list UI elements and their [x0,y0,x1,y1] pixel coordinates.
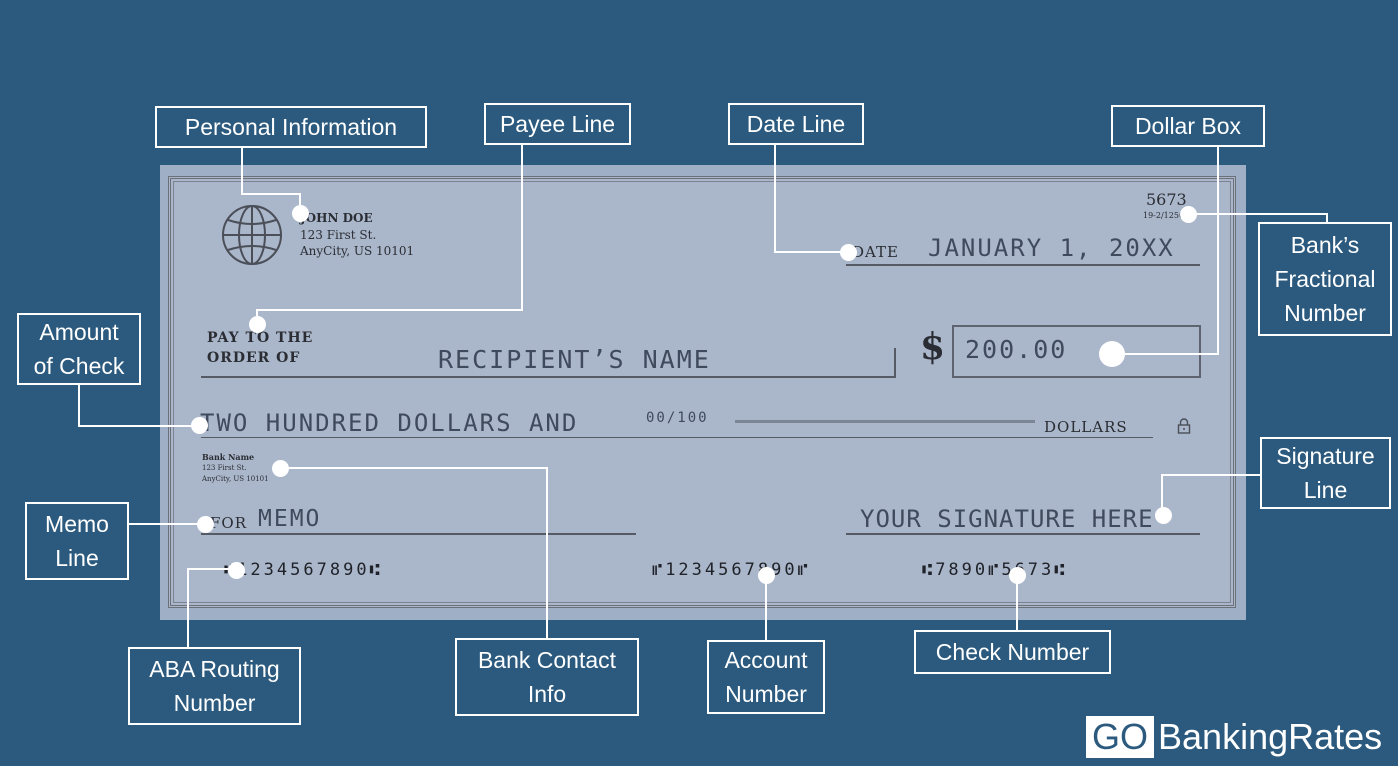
label-dollar-box: Dollar Box [1111,105,1265,147]
logo-bankingrates: BankingRates [1158,716,1383,757]
label-payee-line: Payee Line [484,103,631,145]
memo-label: FOR [210,514,247,532]
dollar-box [952,325,1201,378]
check-number-marker [1009,567,1026,584]
recipient-name: RECIPIENT’S NAME [438,345,711,374]
check-number: 5673 [1146,190,1187,209]
gobankingrates-logo: GO BankingRates [1086,716,1382,758]
label-bank-contact-info: Bank Contact Info [455,638,639,716]
amount-marker [191,417,208,434]
dollar-sign: $ [920,326,946,368]
amount-numeric: 200.00 [965,335,1068,364]
lock-icon [1177,418,1191,434]
routing-number-marker [228,562,245,579]
signature-line [846,533,1200,535]
payee-line-end [894,348,896,378]
fractional-number-marker [1180,206,1197,223]
label-amount-of-check: Amount of Check [17,313,141,385]
label-memo-line: Memo Line [25,502,129,580]
amount-words: TWO HUNDRED DOLLARS AND [200,409,579,437]
bank-address-line2: AnyCity, US 10101 [202,475,269,483]
bank-contact-marker [272,460,289,477]
label-account-number: Account Number [707,640,825,714]
signature-marker [1155,507,1172,524]
dollar-box-marker [1099,341,1125,367]
owner-address-line2: AnyCity, US 10101 [300,244,415,258]
amount-cents: 00/100 [646,410,709,426]
signature-text: YOUR SIGNATURE HERE [860,505,1154,533]
amount-fill-stroke [735,420,1035,423]
date-line [846,264,1200,266]
label-date-line: Date Line [728,103,864,145]
bank-name: Bank Name [202,452,255,462]
label-personal-information: Personal Information [155,106,427,148]
date-label: DATE [852,243,899,261]
pay-to-label-2: ORDER OF [207,350,301,366]
label-aba-routing-number: ABA Routing Number [128,647,301,725]
memo-value: MEMO [258,506,322,532]
owner-name: JOHN DOE [300,211,373,225]
check [168,176,1236,608]
date-value: JANUARY 1, 20XX [928,234,1175,262]
micr-routing-number: ⑆1234567890⑆ [224,560,383,580]
pay-to-label-1: PAY TO THE [207,330,314,346]
personal-info-marker [292,205,309,222]
payee-line-marker [249,316,266,333]
globe-icon [222,205,282,265]
date-line-marker [840,244,857,261]
label-banks-fractional-number: Bank’s Fractional Number [1258,222,1392,336]
dollars-label: DOLLARS [1044,418,1128,436]
fractional-number: 19-2/1250 [1143,211,1185,220]
memo-line [201,533,636,535]
memo-marker [197,516,214,533]
micr-check-number: ⑆7890⑈5673⑆ [922,560,1068,580]
amount-line [201,437,1153,438]
label-check-number: Check Number [914,630,1111,674]
logo-go: GO [1086,716,1155,758]
payee-line [201,376,896,378]
account-number-marker [758,567,775,584]
label-signature-line: Signature Line [1260,437,1391,509]
check-inner-border [173,181,1231,603]
owner-address-line1: 123 First St. [300,228,377,242]
bank-address-line1: 123 First St. [202,464,247,472]
